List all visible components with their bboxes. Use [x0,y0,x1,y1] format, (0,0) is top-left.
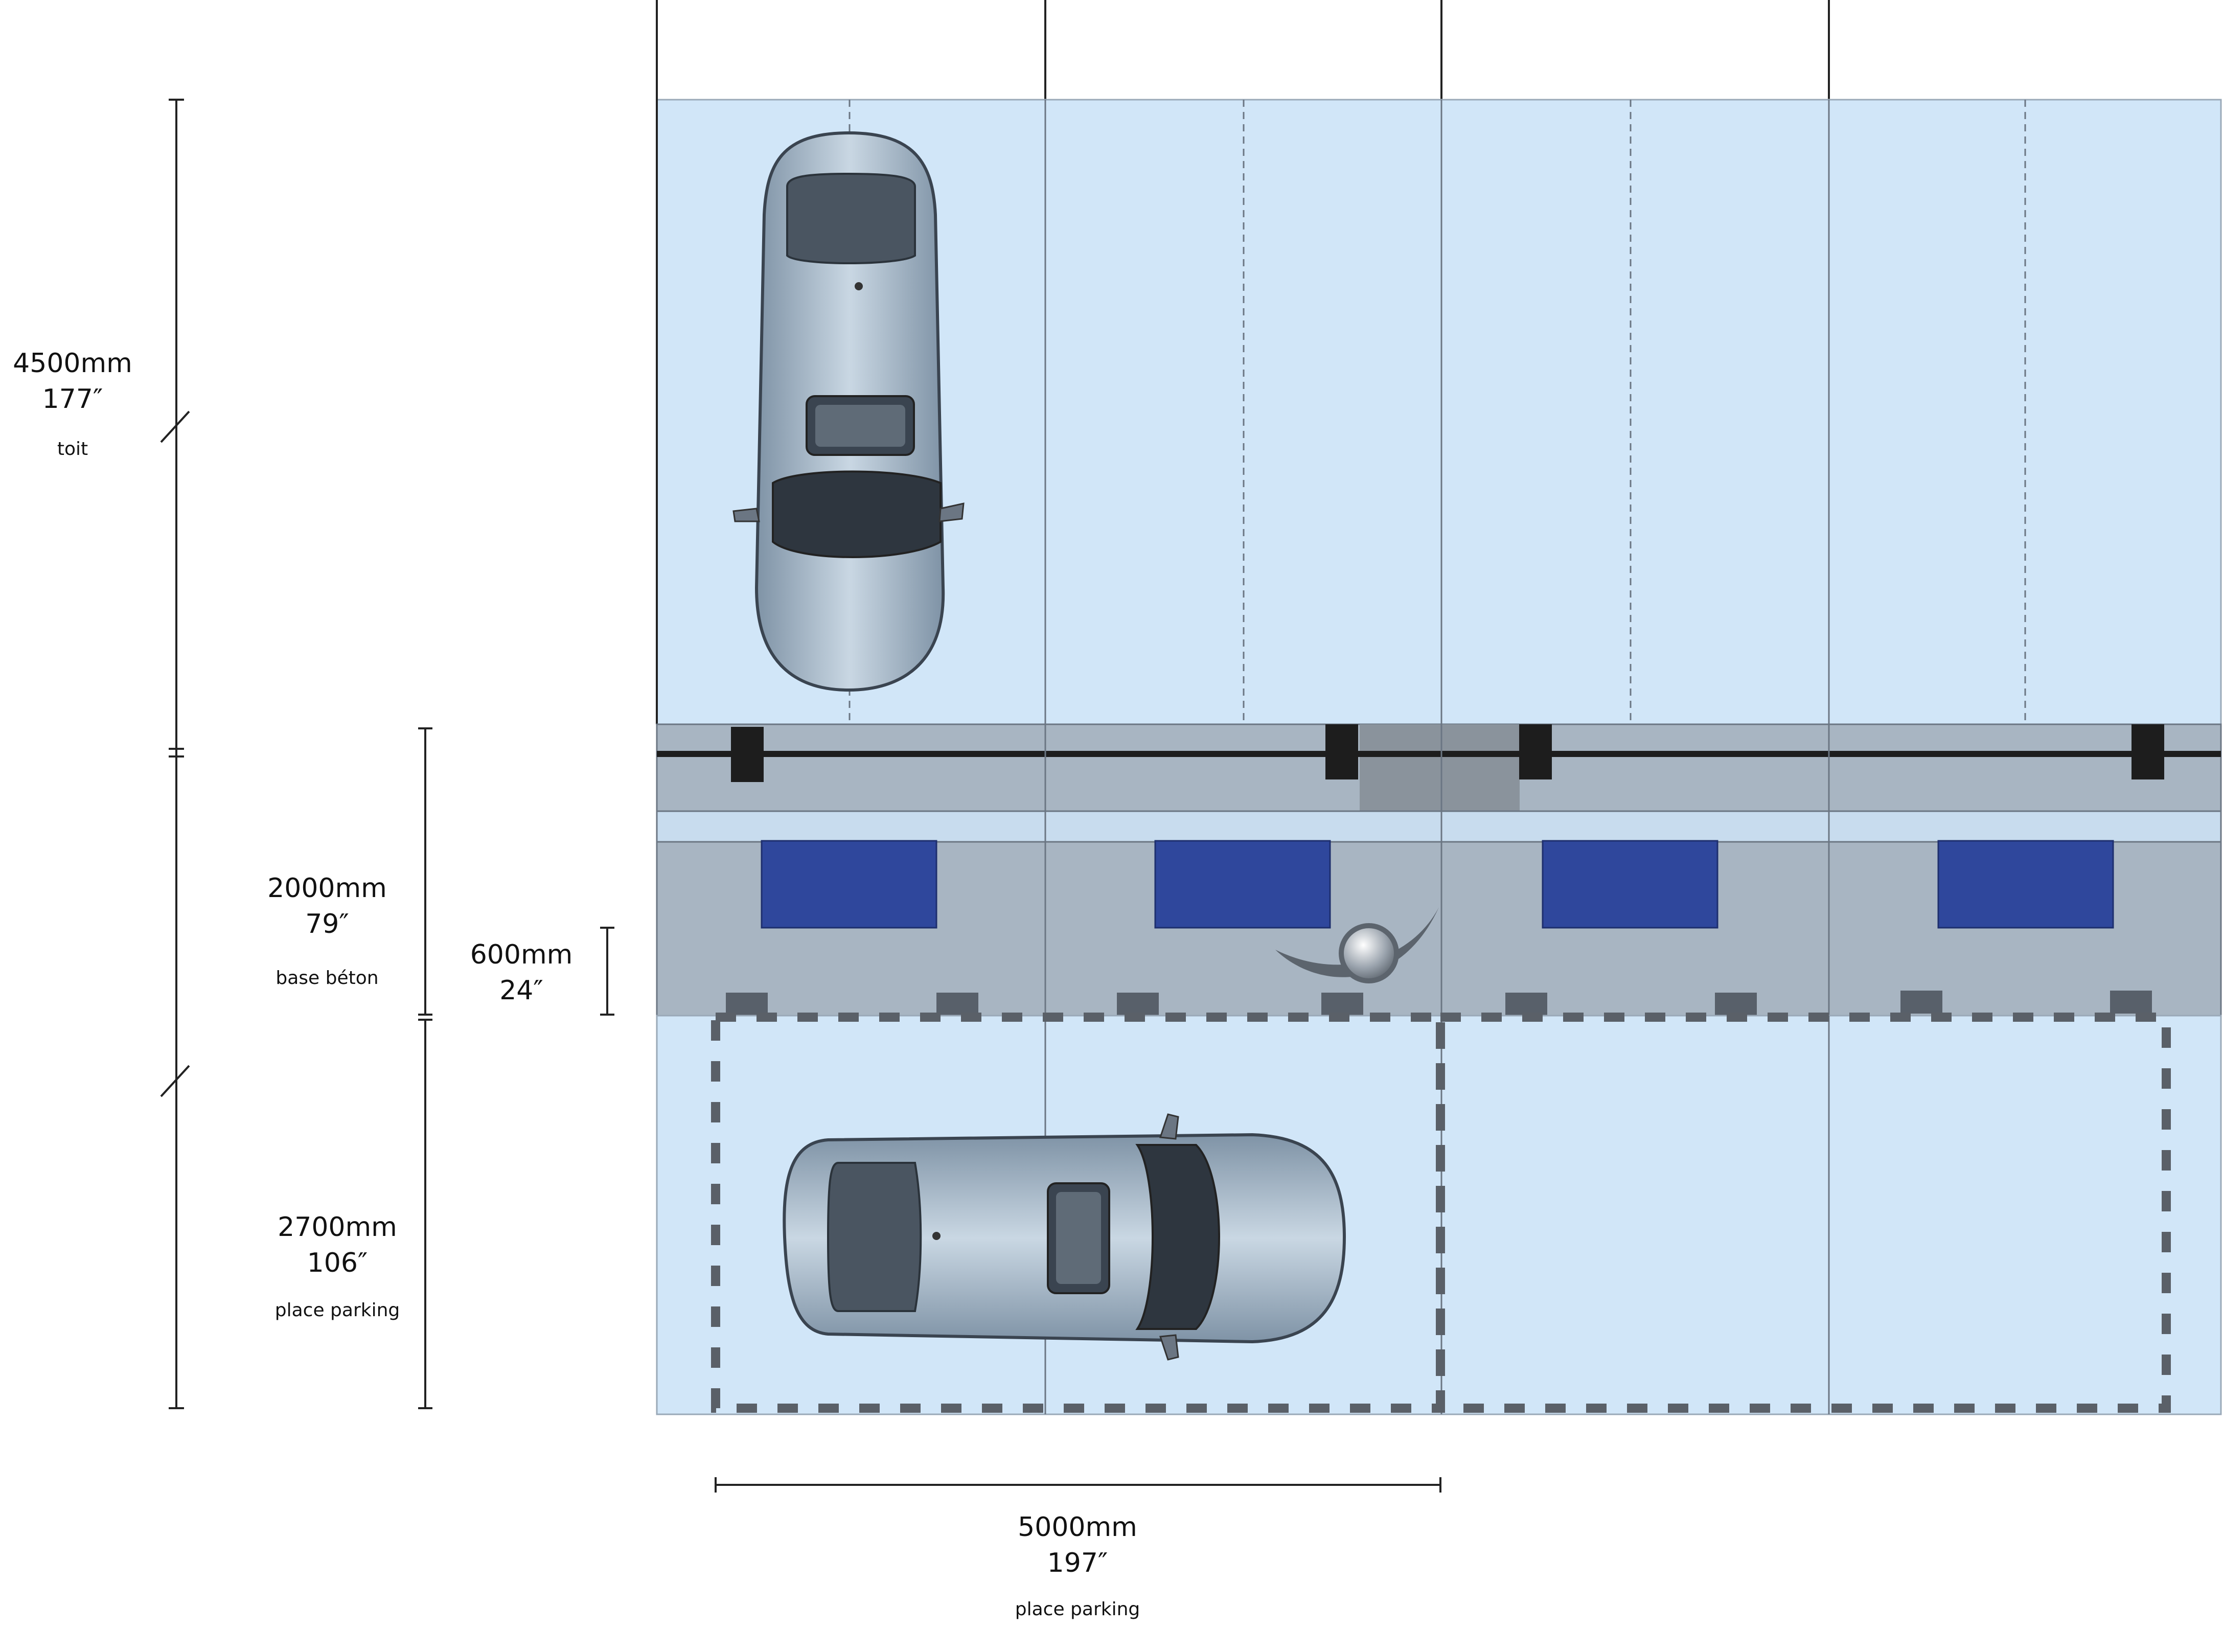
sedan-top-view-icon [783,1113,1346,1361]
dim-parking-width-mm: 5000mm [1018,1512,1137,1543]
dim-roof-mm: 4500mm [13,348,132,379]
dim-parking-depth: 2700mm 106″ place parking [275,1212,400,1321]
dim-parking-depth-mm: 2700mm [278,1212,397,1243]
footings [726,991,2152,1016]
dim-panel-inch: 24″ [499,975,543,1006]
dimension-lines [160,99,1441,1493]
swoosh-ball-logo-icon [1275,907,1439,983]
blue-panels [761,840,2114,929]
dim-parking-width: 5000mm 197″ place parking [1015,1512,1140,1620]
dim-panel-mm: 600mm [470,939,573,970]
dim-roof: 4500mm 177″ toit [13,348,132,460]
roof-module-lines [1044,100,1830,724]
dim-parking-width-inch: 197″ [1047,1548,1108,1578]
concrete-base [656,723,2222,1017]
dim-base-caption: base béton [276,968,378,989]
dim-base: 2000mm 79″ base béton [267,873,387,989]
roof-posts [656,0,1830,100]
dim-roof-caption: toit [57,439,88,460]
sedan-top-view-icon [732,131,965,692]
dim-base-inch: 79″ [305,909,349,939]
dim-parking-depth-inch: 106″ [307,1248,368,1278]
dim-base-mm: 2000mm [267,873,387,904]
dim-parking-width-caption: place parking [1015,1599,1140,1620]
parking-space-outline [711,1013,2171,1413]
dim-panel: 600mm 24″ [470,939,573,1006]
dim-roof-inch: 177″ [42,384,103,415]
dim-parking-depth-caption: place parking [275,1300,400,1321]
